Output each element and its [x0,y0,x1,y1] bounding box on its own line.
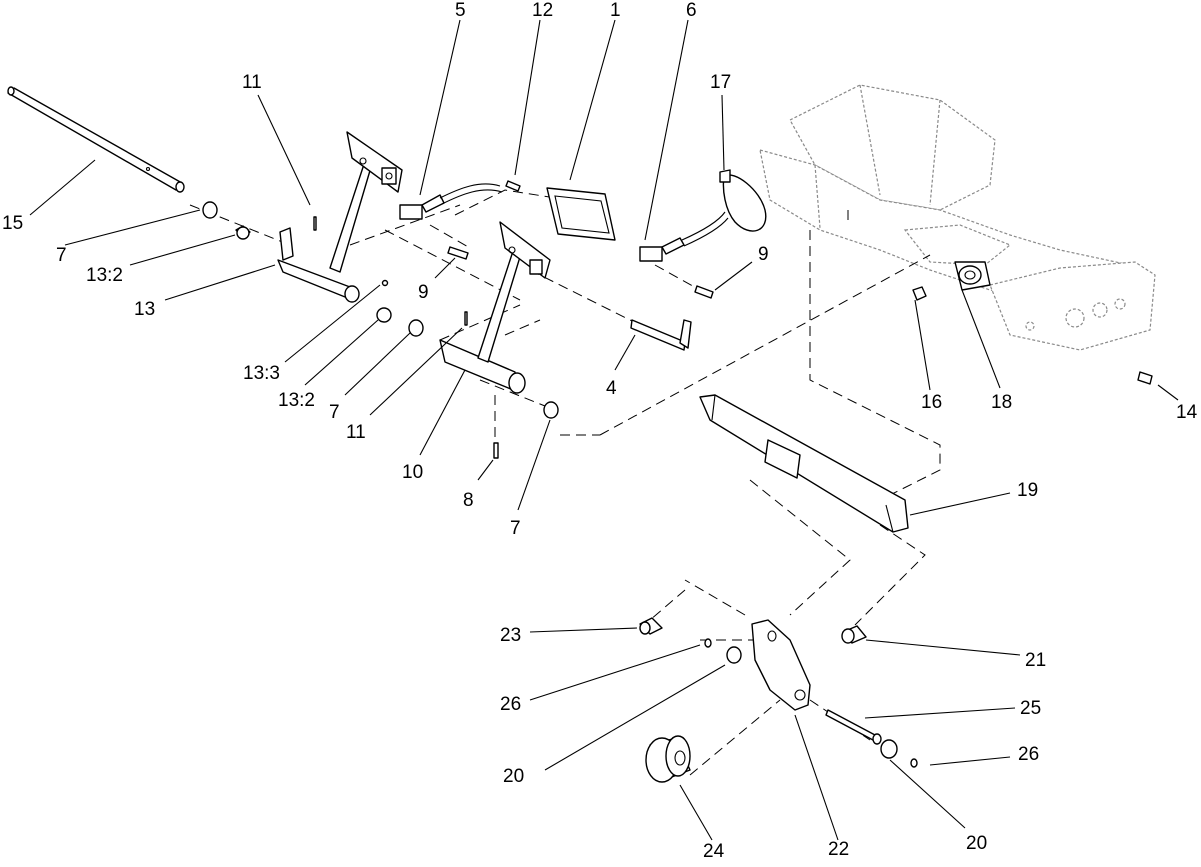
callout-21: 21 [1025,650,1046,671]
part-11-pin-b [464,311,468,326]
callout-17: 17 [710,72,731,93]
callout-13-2b: 13:2 [278,390,315,411]
callout-20b: 20 [966,833,987,854]
callout-25: 25 [1020,698,1041,719]
callout-9b: 9 [758,244,769,265]
callout-11b: 11 [346,422,366,443]
callout-13: 13 [134,299,155,320]
callout-5: 5 [455,0,466,21]
part-25-shoulder-bolt [825,709,882,745]
part-7-washer-b [408,319,424,337]
part-13-3-fitting [381,279,389,287]
callout-12: 12 [532,0,553,21]
part-26-ring-b [910,758,918,768]
callout-18: 18 [991,392,1012,413]
callout-26b: 26 [1018,744,1039,765]
part-21-bolt [841,625,867,644]
part-14-bolt [1137,371,1153,385]
part-26-ring-a [704,638,712,648]
part-13-2-bushing-a [235,225,251,240]
part-10-pedal-shaft [439,339,526,394]
callout-7c: 7 [510,518,521,539]
part-20-washer-b [880,739,898,759]
part-5-clevis-cable [399,183,503,220]
part-7-washer-a [202,201,218,219]
callout-9a: 9 [418,282,429,303]
callout-8: 8 [463,490,474,511]
pedal-arm-left [329,131,403,273]
part-20-washer-a [726,646,742,664]
part-1-pedal-pad [546,187,616,241]
callout-23: 23 [500,625,521,646]
callout-10: 10 [402,462,423,483]
part-6-clevis-cable [639,211,729,262]
part-16-nut [912,286,927,301]
callout-7b: 7 [329,402,340,423]
leader-lines [29,19,1179,841]
part-4-bent-rod [630,319,692,351]
callout-26a: 26 [500,694,521,715]
callout-19: 19 [1017,480,1038,501]
part-15-shaft [7,86,185,193]
callout-13-3: 13:3 [243,363,280,384]
callout-22: 22 [828,839,849,860]
part-13-2-bushing-b [376,307,392,323]
part-12-roll-pin [505,180,521,192]
callout-7a: 7 [56,245,67,266]
callout-16: 16 [921,392,942,413]
part-23-bolt [639,617,663,635]
part-9-clevis-pin-a [447,246,469,260]
part-19-bracket [699,394,909,533]
callout-24: 24 [703,841,725,862]
part-22-idler-arm [751,619,811,711]
callout-13-2a: 13:2 [86,265,123,286]
part-13-pedal-shaft [277,227,360,303]
callout-4: 4 [606,378,617,399]
part-8-pin [493,442,499,459]
part-17-spring-clip [719,169,767,232]
callout-11a: 11 [242,72,262,93]
pedal-arm-right [477,221,551,363]
chassis-frame-ghost [759,84,1156,351]
part-9-clevis-pin-b [694,285,714,299]
callout-15: 15 [2,213,23,234]
part-7-washer-c [543,401,559,419]
callout-6: 6 [686,0,697,21]
callout-20a: 20 [503,766,524,787]
callout-14: 14 [1176,402,1198,423]
part-11-pin-a [313,216,317,231]
callout-1: 1 [610,0,621,21]
part-18-flange-bearing [954,261,991,291]
part-24-idler-pulley [645,735,691,783]
